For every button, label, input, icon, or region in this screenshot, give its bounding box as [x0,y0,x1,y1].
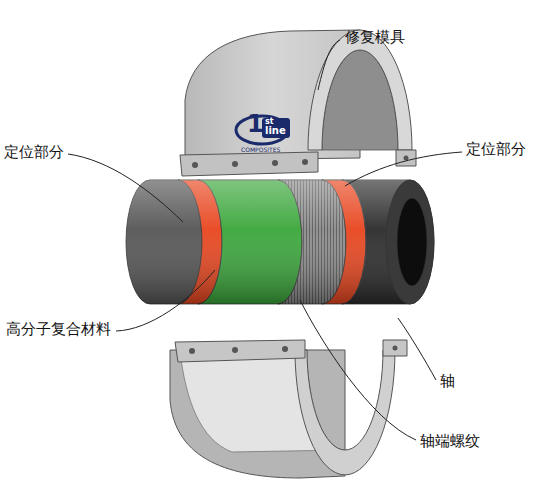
logo-text: COMPOSITES [241,146,280,153]
leader-line [300,300,416,440]
leader-line [398,318,436,380]
shaft-bore [397,198,427,286]
bolt-hole [189,348,195,354]
bolt-hole [192,162,198,168]
bolt-hole [393,346,398,351]
mold-end-face [308,30,412,150]
bolt-hole [232,161,238,167]
leader-line [68,154,183,222]
bolt-hole [272,160,278,166]
mold-flange [175,340,305,362]
shaft-shading [126,180,410,304]
leader-line [318,40,340,90]
mold-ear [396,150,416,166]
leader-line [345,152,462,186]
part-label: 轴 [440,372,455,390]
bottom-mold-half [170,340,407,478]
bolt-hole [282,346,288,352]
leader-line [116,270,215,331]
top-mold-half [180,30,416,176]
logo-text: line [265,125,286,137]
part-label: 定位部分 [4,143,64,161]
mold-flange [180,152,318,176]
part-label: 高分子复合材料 [6,320,111,338]
logo-bar [262,118,290,138]
bolt-hole [404,156,409,161]
part-label: 修复模具 [345,28,405,46]
part-label: 轴端螺纹 [420,432,480,450]
mold-end-face [295,350,395,475]
leader-lines [68,40,462,440]
bolt-hole [302,159,308,165]
mold-outer [170,350,345,478]
mold-ear [383,340,407,356]
shaft-end-face [386,180,434,304]
part-label: 定位部分 [466,140,526,158]
logo-text: 1 [247,110,264,139]
bolt-hole [232,347,238,353]
shaft [126,180,434,304]
